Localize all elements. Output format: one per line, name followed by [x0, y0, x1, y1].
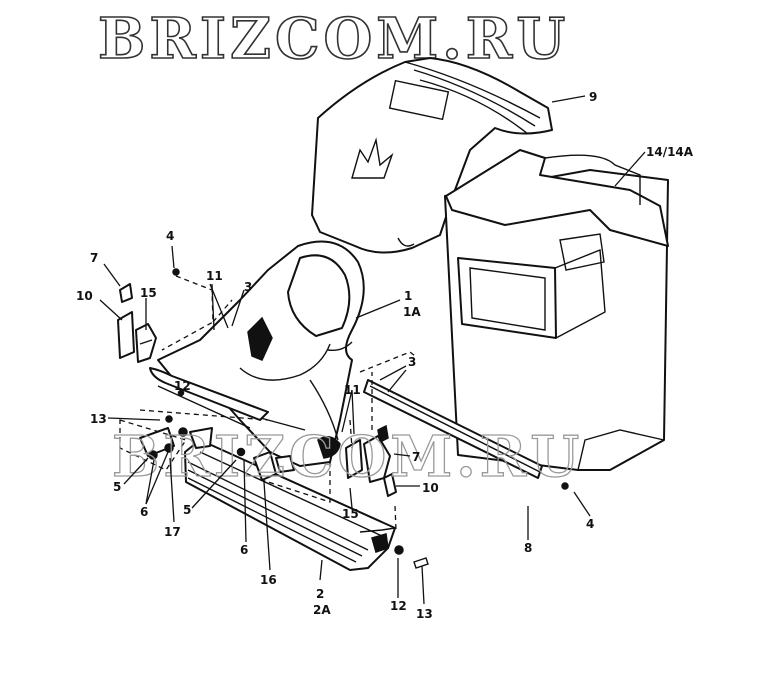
callout-8: 8 [524, 541, 532, 555]
part-14-duct-assembly [444, 149, 669, 471]
callout-2: 2 [316, 587, 324, 601]
watermark-top: BRIZCOM.RU [98, 6, 569, 72]
callout-15-right: 15 [342, 507, 359, 521]
part-2-grille-nozzle [184, 439, 396, 571]
part-12-left-rod [149, 367, 269, 429]
part-8-seal-strip [359, 351, 543, 479]
callout-17: 17 [164, 525, 181, 539]
callout-1: 1 [404, 289, 412, 303]
callout-3-top: 3 [244, 280, 252, 294]
callout-16: 16 [260, 573, 277, 587]
callout-11-top: 11 [206, 269, 223, 283]
callout-15-left: 15 [140, 286, 157, 300]
watermark-overlay: BRIZCOM.RU [112, 424, 583, 490]
callout-5-mid: 5 [183, 503, 191, 517]
part-1-scroll-housing [157, 240, 365, 467]
callout-2a: 2A [313, 603, 331, 617]
callout-labels: 9 14/14A 4 7 10 11 15 3 1 1A 12 3 11 13 … [76, 90, 694, 621]
part-9-housing-cover [311, 57, 553, 254]
callout-9: 9 [589, 90, 597, 104]
callout-10-left: 10 [76, 289, 93, 303]
callout-1a: 1A [403, 305, 421, 319]
callout-13-right: 13 [416, 607, 433, 621]
callout-4-top: 4 [166, 229, 174, 243]
callout-7-right: 7 [412, 450, 420, 464]
center-lower-hardware [236, 447, 295, 481]
callout-10-right: 10 [422, 481, 439, 495]
callout-12-right: 12 [390, 599, 407, 613]
callout-4-right: 4 [586, 517, 594, 531]
callout-7-left: 7 [90, 251, 98, 265]
right-bracket-assembly [345, 424, 397, 497]
callout-12-left: 12 [174, 379, 191, 393]
callout-3-right: 3 [408, 355, 416, 369]
callout-11-mid: 11 [344, 383, 361, 397]
callout-6-mid: 6 [240, 543, 248, 557]
callout-5-left: 5 [113, 480, 121, 494]
callout-6-left: 6 [140, 505, 148, 519]
callout-leaders [99, 95, 646, 605]
left-bracket-assembly [117, 283, 157, 363]
callout-13-left: 13 [90, 412, 107, 426]
callout-14-14a: 14/14A [646, 145, 694, 159]
right-small-hardware [165, 268, 569, 569]
